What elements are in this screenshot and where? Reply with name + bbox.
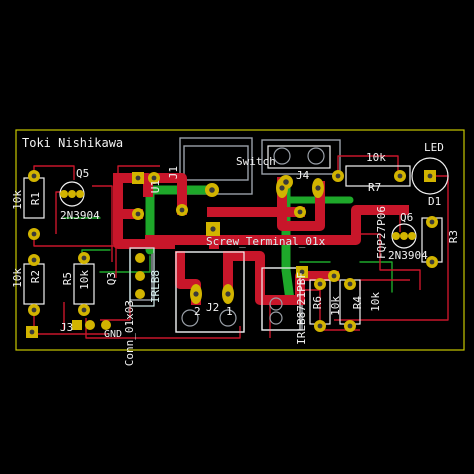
j2-pin1: 1 xyxy=(226,305,233,318)
j3-value: Conn_01x03 xyxy=(123,300,136,367)
j1-ref: J1 xyxy=(167,166,180,180)
switch-value: Switch xyxy=(236,155,276,168)
q3-ref: Q3 xyxy=(105,272,118,286)
r1-ref: R1 xyxy=(29,192,42,206)
board-author: Toki Nishikawa xyxy=(22,136,124,150)
r3-ref: R3 xyxy=(447,230,460,244)
r1-value: 10k xyxy=(11,190,24,210)
r6-ref: R6 xyxy=(311,296,324,310)
q5-ref: Q5 xyxy=(76,167,90,180)
r7-value: 10k xyxy=(366,151,386,164)
board-outline xyxy=(15,129,465,351)
j3-ref: J3 xyxy=(60,321,74,334)
d1-ref: D1 xyxy=(428,195,442,208)
irlb-value: IRLB8721PBF xyxy=(295,272,308,345)
r7-ref: R7 xyxy=(368,181,382,194)
r4-value: 10k xyxy=(369,292,382,312)
pads xyxy=(26,170,438,338)
screw-terminal-value: Screw_Terminal_01x xyxy=(206,235,326,248)
q3-value: IRLB8 xyxy=(149,270,162,304)
j2-pin2: 2 xyxy=(194,305,201,318)
gnd-label: GND xyxy=(104,329,123,340)
screw-terminals xyxy=(181,147,325,327)
q6-value: 2N3904 xyxy=(388,249,428,262)
j4-ref: J4 xyxy=(296,169,310,182)
r5-ref: R5 xyxy=(61,272,74,286)
r2-value: 10k xyxy=(11,268,24,288)
r5-value: 10k xyxy=(78,270,91,290)
q6-ref: Q6 xyxy=(400,211,414,224)
q5-value: 2N3904 xyxy=(60,209,100,222)
led-ref: LED xyxy=(424,141,444,154)
r6-value: 10k xyxy=(329,296,342,316)
fqp-value: FQP27P06 xyxy=(375,206,388,259)
j2-ref: J2 xyxy=(206,301,220,314)
r4-ref: R4 xyxy=(351,296,364,310)
r2-ref: R2 xyxy=(29,270,42,284)
u1-ref: U1 xyxy=(149,180,162,194)
